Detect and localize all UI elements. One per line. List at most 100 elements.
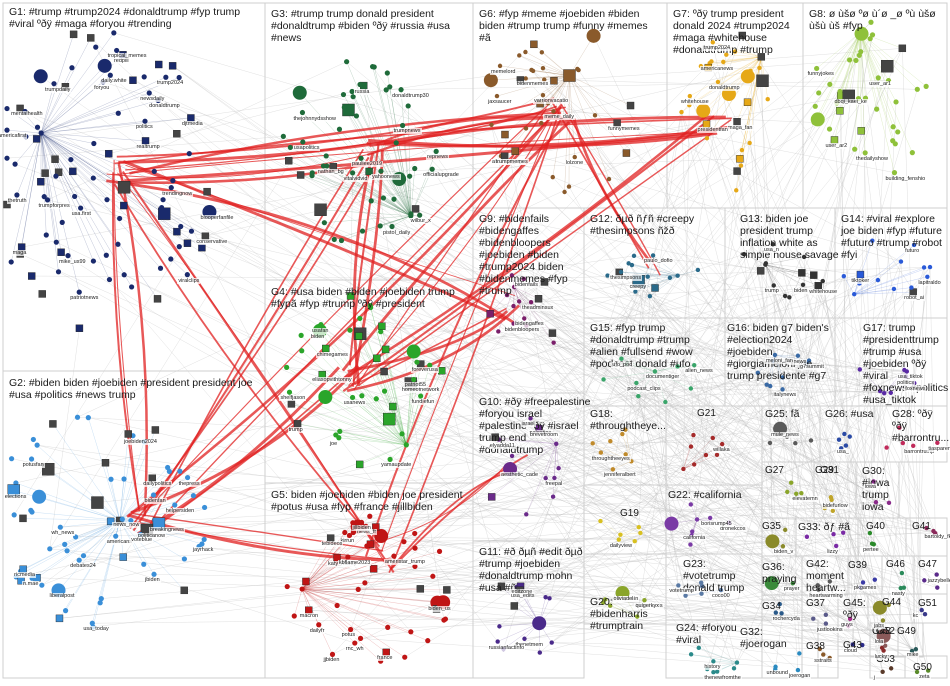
- node-label: trumpmemes: [495, 159, 529, 165]
- node-label: rochercyda: [772, 616, 801, 622]
- node-label: patriot55: [404, 382, 427, 388]
- node: [623, 427, 627, 431]
- node-thumbnail: [381, 368, 388, 375]
- node: [860, 643, 864, 647]
- node: [35, 443, 40, 448]
- node: [871, 479, 875, 483]
- edge: [302, 589, 381, 661]
- node: [167, 469, 172, 474]
- node-thumbnail: [285, 157, 292, 164]
- node-label: unbound: [766, 670, 789, 676]
- node-label: elyadda11: [489, 443, 516, 449]
- edge: [817, 33, 861, 69]
- node-label: lizzy: [826, 549, 839, 555]
- node-label: lola: [874, 639, 885, 645]
- node: [675, 364, 679, 368]
- node: [733, 49, 737, 53]
- node: [51, 81, 56, 86]
- node: [202, 537, 207, 542]
- node-label: funnyjokes: [807, 71, 835, 77]
- node: [619, 357, 623, 361]
- node-thumbnail: [627, 102, 634, 109]
- node-label: meme_daily: [543, 114, 575, 120]
- node-label: ameristar_trump: [384, 559, 426, 565]
- node: [787, 295, 791, 299]
- node: [923, 612, 927, 616]
- node-label: americanews: [700, 66, 734, 72]
- node: [924, 84, 929, 89]
- node: [699, 592, 703, 596]
- node: [160, 197, 165, 202]
- node: [576, 68, 580, 72]
- node: [524, 126, 528, 130]
- node: [337, 429, 342, 434]
- node: [878, 389, 882, 393]
- node: [663, 400, 667, 404]
- node: [411, 377, 416, 382]
- node: [831, 509, 835, 513]
- node-label: wilbur_x: [410, 218, 432, 224]
- node-thumbnail: [535, 295, 542, 302]
- node: [873, 601, 887, 615]
- node-thumbnail: [39, 290, 46, 297]
- edge: [699, 648, 737, 663]
- node: [39, 130, 44, 135]
- node: [114, 48, 119, 53]
- node-label: usapolitics: [293, 145, 321, 151]
- node: [543, 595, 547, 599]
- node: [108, 73, 113, 78]
- node-label: history: [703, 664, 721, 670]
- node-thumbnail: [378, 323, 385, 330]
- node: [430, 167, 435, 172]
- node: [12, 162, 17, 167]
- node: [891, 124, 896, 129]
- node-label: usa_n: [763, 247, 780, 253]
- node: [330, 652, 335, 657]
- node: [926, 668, 930, 672]
- edge: [25, 111, 531, 302]
- node: [837, 89, 842, 94]
- node: [399, 431, 404, 436]
- node: [797, 651, 801, 655]
- edge: [930, 267, 935, 533]
- node: [374, 396, 379, 401]
- node-label: robot_ai: [903, 295, 925, 301]
- node: [620, 432, 624, 436]
- node: [364, 543, 369, 548]
- node: [799, 491, 803, 495]
- node: [382, 389, 387, 394]
- node: [185, 475, 190, 480]
- node: [63, 608, 68, 613]
- node: [740, 148, 744, 152]
- node: [889, 391, 893, 395]
- node: [868, 531, 872, 535]
- node: [739, 163, 743, 167]
- node: [378, 223, 383, 228]
- node-label: officialupgrade: [422, 172, 460, 178]
- node: [151, 492, 156, 497]
- node-label: coco00: [711, 593, 731, 599]
- node-thumbnail: [297, 171, 304, 178]
- node: [91, 141, 96, 146]
- edge: [809, 35, 872, 361]
- node-label: israel: [521, 421, 536, 427]
- node: [321, 163, 326, 168]
- node: [358, 636, 363, 641]
- node-label: presidentfan: [697, 127, 729, 133]
- node: [735, 660, 739, 664]
- node: [354, 113, 359, 118]
- node-label: podcast_clips: [626, 386, 661, 392]
- node-label: biden_v: [773, 549, 794, 555]
- node: [603, 597, 607, 601]
- node-label: elections: [4, 494, 28, 500]
- node: [910, 150, 915, 155]
- node-label: americafirst: [0, 133, 27, 139]
- node: [599, 450, 603, 454]
- node: [689, 652, 693, 656]
- node: [766, 97, 770, 101]
- node-thumbnail: [881, 60, 893, 72]
- node-label: jbiden: [144, 577, 161, 583]
- node: [540, 50, 544, 54]
- node: [789, 480, 793, 484]
- node: [111, 30, 116, 35]
